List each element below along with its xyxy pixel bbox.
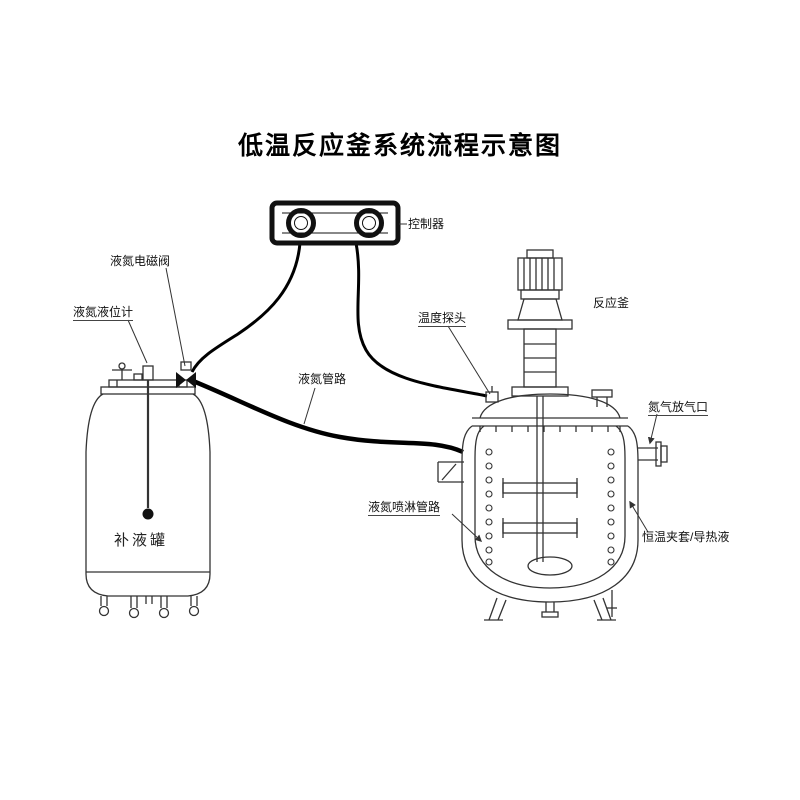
leader-solenoid (165, 267, 186, 367)
arrow-spray (451, 513, 483, 542)
leader-lines (127, 223, 658, 542)
controller-cable-left (190, 242, 302, 373)
tank-hand-valve (112, 362, 132, 380)
leader-pipeline (303, 387, 316, 425)
pipes-and-cables (190, 242, 488, 455)
arrow-jacket (629, 500, 649, 533)
label-n2-vent-port: 氮气放气口 (648, 400, 709, 416)
page-title: 低温反应釜系统流程示意图 (237, 132, 562, 160)
label-temperature-probe: 温度探头 (418, 311, 467, 327)
spray-coil (485, 448, 615, 566)
ln2-pipeline-pipe (192, 378, 464, 455)
label-reactor: 反应釜 (593, 296, 630, 310)
controller-dial-left (286, 208, 316, 238)
vessel-inner-wall (474, 425, 626, 589)
reactor-drawing (437, 249, 668, 621)
leader-level-gauge (127, 319, 148, 364)
label-ln2-level-gauge: 液氮液位计 (73, 305, 134, 321)
reactor-motor (517, 249, 563, 291)
leader-temp-probe (447, 325, 491, 395)
label-ln2-spray-pipeline: 液氮喷淋管路 (368, 500, 441, 516)
supply-tank-drawing (85, 361, 211, 619)
label-jacket-heat-fluid: 恒温夹套/导热液 (642, 530, 730, 544)
label-supply-tank: 补液罐 (114, 532, 169, 549)
tank-casters (98, 596, 200, 619)
controller-cable-right (354, 242, 488, 398)
reactor-legs (484, 590, 617, 621)
agitator (502, 396, 578, 576)
left-inlet-bracket (437, 461, 464, 483)
solenoid-valve-symbol (176, 361, 196, 388)
arrow-vent (647, 413, 658, 445)
controller-drawing (269, 200, 401, 246)
vent-port (638, 441, 668, 467)
label-ln2-pipeline: 液氮管路 (298, 372, 347, 386)
controller-dial-right (354, 208, 384, 238)
probe-nozzle (485, 386, 499, 403)
level-gauge-rod (142, 365, 154, 520)
right-nozzle (591, 389, 613, 407)
jacket-outer-wall (461, 425, 639, 603)
label-ln2-solenoid-valve: 液氮电磁阀 (110, 254, 171, 268)
label-controller: 控制器 (408, 217, 445, 231)
